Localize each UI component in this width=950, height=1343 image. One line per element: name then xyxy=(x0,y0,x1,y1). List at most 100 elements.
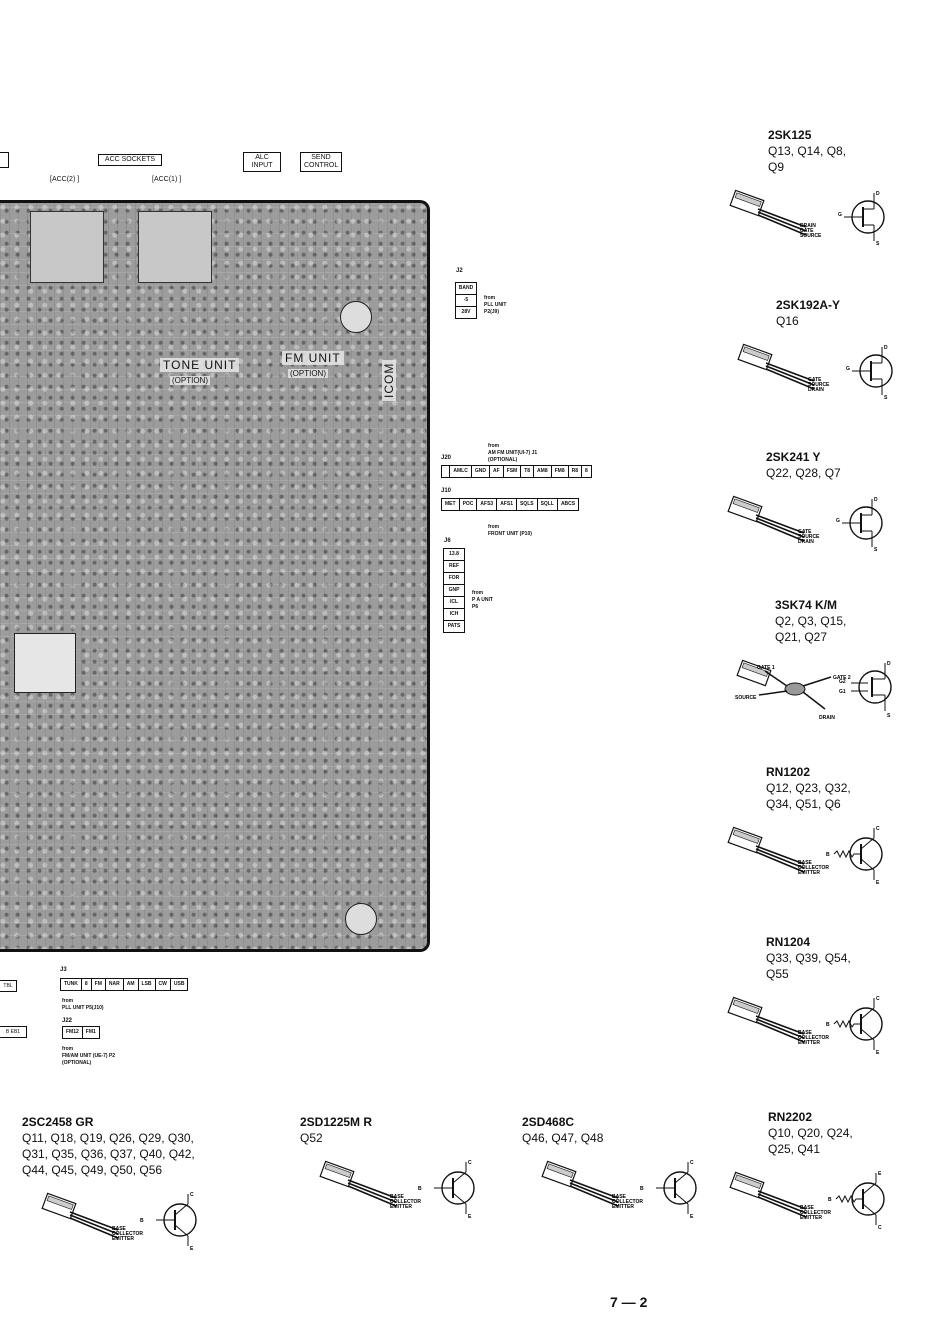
acc2-label: [ACC(2) ] xyxy=(50,176,80,183)
connector-pin: AFS3 xyxy=(477,499,498,510)
pin-label: G xyxy=(836,518,840,524)
j3-name: J3 xyxy=(60,967,67,973)
pin-label: SOURCE xyxy=(800,233,822,239)
left-stub-2: B EB1 xyxy=(0,1026,27,1038)
pin-label: COLLECTOR xyxy=(390,1199,421,1205)
connector-pin: LSB xyxy=(138,979,156,990)
connector-pin: NAR xyxy=(105,979,124,990)
connector-pin: GND xyxy=(471,466,490,477)
pin-label: D xyxy=(884,345,888,351)
transistor-refs: Q16 xyxy=(776,314,799,328)
tone-unit-option: (OPTION) xyxy=(170,376,210,385)
acc-sockets-box: ACC SOCKETS xyxy=(98,154,162,166)
mount-hole-bottom xyxy=(345,903,377,935)
pin-label: E xyxy=(878,1171,882,1177)
pin-label: EMITTER xyxy=(798,870,820,876)
connector-pin: FSM xyxy=(503,466,522,477)
transistor-name: RN2202 xyxy=(768,1110,813,1124)
pin-label: D xyxy=(887,661,891,667)
pin-label: GATE xyxy=(798,529,812,535)
pin-label: S xyxy=(874,547,878,553)
connector-pin: AMLC xyxy=(450,466,472,477)
page-number: 7 — 2 xyxy=(610,1294,648,1310)
connector-pin: AFS1 xyxy=(497,499,517,510)
pin-label: EMITTER xyxy=(800,1215,822,1221)
connector-pin: AF xyxy=(489,466,504,477)
pin-label: B xyxy=(826,852,830,858)
connector-pin: USB xyxy=(170,979,188,990)
connector-pin: BAND xyxy=(456,283,476,295)
connector-pin: R8 xyxy=(568,466,583,477)
pin-label: DRAIN xyxy=(798,539,814,545)
connector-pin: MET xyxy=(442,499,460,510)
pin-label: C xyxy=(876,826,880,832)
transistor-refs: Q13, Q14, Q8, Q9 xyxy=(768,144,847,174)
j10-name: J10 xyxy=(441,488,452,494)
j20-name: J20 xyxy=(441,455,452,461)
pin-label: COLLECTOR xyxy=(112,1231,143,1237)
pin-label: SOURCE xyxy=(798,534,820,540)
connector-pin: 28V xyxy=(456,307,476,318)
connector-pin: FM8 xyxy=(551,466,569,477)
pin-label: BASE xyxy=(112,1226,127,1232)
pin-label: B xyxy=(418,1186,422,1192)
transistor-refs: Q12, Q23, Q32, Q34, Q51, Q6 xyxy=(766,781,851,811)
j22-from: from FM/AM UNIT (UE-7) P2 (OPTIONAL) xyxy=(62,1046,116,1066)
transistor-name: 2SK192A-Y xyxy=(776,298,841,312)
pin-label: E xyxy=(690,1214,694,1220)
transistor-refs: Q33, Q39, Q54, Q55 xyxy=(766,951,851,981)
transistor-refs: Q46, Q47, Q48 xyxy=(522,1131,604,1145)
pin-label: S xyxy=(876,241,880,247)
pin-label: BASE xyxy=(798,860,813,866)
pin-label: G2 xyxy=(839,679,846,685)
pin-label: B xyxy=(640,1186,644,1192)
acc1-label: [ACC(1) ] xyxy=(152,176,182,183)
left-stub-1: TBL xyxy=(0,980,17,992)
pin-label: BASE xyxy=(612,1194,627,1200)
transistor-refs: Q52 xyxy=(300,1131,323,1145)
pin-label: E xyxy=(190,1246,194,1252)
pin-label: EMITTER xyxy=(798,1040,820,1046)
pin-label: D xyxy=(874,497,878,503)
pin-label: EMITTER xyxy=(612,1204,634,1210)
pin-label: EMITTER xyxy=(390,1204,412,1210)
pin-label: DRAIN xyxy=(819,715,835,721)
pin-label: E xyxy=(468,1214,472,1220)
pin-label: COLLECTOR xyxy=(798,865,829,871)
connector-pin: ICL xyxy=(444,597,464,609)
pin-label: E xyxy=(876,880,880,886)
pcb-board: TONE UNIT (OPTION) FM UNIT (OPTION) ICOM xyxy=(0,200,430,952)
pin-label: B xyxy=(140,1218,144,1224)
pin-label: B xyxy=(828,1197,832,1203)
ic-chip xyxy=(14,633,76,693)
pin-label: GATE 2 xyxy=(833,675,851,681)
transistor-name: 2SK241 Y xyxy=(766,450,821,464)
connector-pin: POC xyxy=(459,499,478,510)
pin-label: GATE 1 xyxy=(757,665,775,671)
pin-label: G1 xyxy=(839,689,846,695)
pin-label: S xyxy=(884,395,888,401)
connector-pin: SQLL xyxy=(537,499,558,510)
alc-input-box: ALC INPUT xyxy=(243,152,281,172)
pin-label: C xyxy=(876,996,880,1002)
connector-pin: AM8 xyxy=(534,466,552,477)
connector-pin: 8 xyxy=(582,466,591,477)
left-edge-box xyxy=(0,152,9,168)
j20-from: from AM FM UNIT(UI-7) J1 (OPTIONAL) xyxy=(488,443,538,463)
pin-label: BASE xyxy=(800,1205,815,1211)
pin-label: C xyxy=(468,1160,472,1166)
pin-label: B xyxy=(826,1022,830,1028)
j6-from: from P A UNIT P6 xyxy=(472,590,493,610)
pin-label: COLLECTOR xyxy=(798,1035,829,1041)
connector-pin: GNP xyxy=(444,585,464,597)
transistor-name: 2SC2458 GR xyxy=(22,1115,94,1129)
pin-label: G xyxy=(846,366,850,372)
